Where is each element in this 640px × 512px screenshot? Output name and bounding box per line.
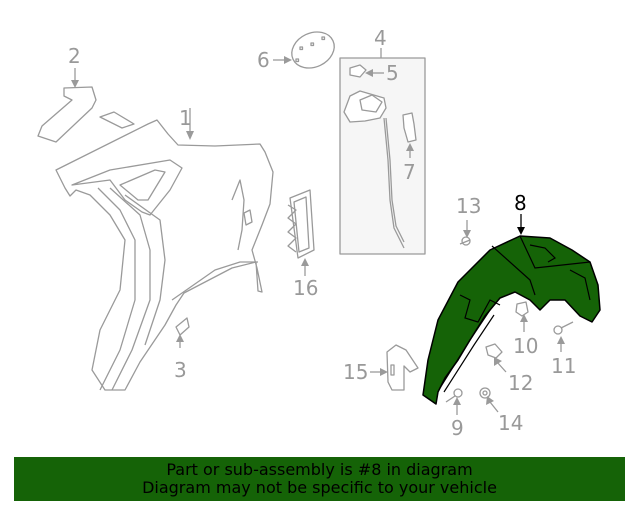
clip-part-3[interactable]	[175, 317, 190, 348]
latch-part-7[interactable]	[402, 112, 417, 143]
callout-10[interactable]: 10	[513, 334, 539, 358]
callout-11[interactable]: 11	[551, 354, 577, 378]
trim-bracket-part-2[interactable]	[37, 68, 97, 143]
callout-4[interactable]: 4	[374, 26, 387, 50]
wheel-liner-part-8[interactable]	[422, 214, 601, 405]
cap-part-5[interactable]	[349, 64, 367, 78]
callout-6[interactable]: 6	[257, 48, 270, 72]
callout-16[interactable]: 16	[293, 276, 319, 300]
quarter-panel-part-1[interactable]	[55, 108, 274, 391]
callout-12[interactable]: 12	[508, 371, 534, 395]
gasket-part-6[interactable]	[273, 25, 340, 74]
callout-3[interactable]: 3	[174, 358, 187, 382]
diagram-drawing	[37, 25, 601, 415]
clip-part-12[interactable]	[485, 343, 507, 373]
nut-part-14[interactable]	[479, 387, 499, 413]
parts-diagram: 1 2 3 4 5 6 7 8 9 10 11 12 13 14 15 16	[37, 25, 601, 440]
vent-part-16[interactable]	[287, 189, 315, 276]
callout-13[interactable]: 13	[456, 194, 482, 218]
callout-5[interactable]: 5	[386, 61, 399, 85]
callout-14[interactable]: 14	[498, 411, 524, 435]
bolt-part-11[interactable]	[553, 321, 574, 352]
info-banner: Part or sub-assembly is #8 in diagram Di…	[14, 457, 625, 501]
banner-line-disclaimer: Diagram may not be specific to your vehi…	[142, 478, 497, 497]
screw-part-13[interactable]	[459, 220, 471, 246]
banner-line-part-number: Part or sub-assembly is #8 in diagram	[166, 460, 473, 479]
callout-15[interactable]: 15	[343, 360, 369, 384]
callout-8[interactable]: 8	[514, 191, 527, 215]
callout-9[interactable]: 9	[451, 416, 464, 440]
callout-1[interactable]: 1	[179, 106, 192, 130]
callout-2[interactable]: 2	[68, 44, 81, 68]
callout-7[interactable]: 7	[403, 160, 416, 184]
fuel-door-assembly-part-4[interactable]	[339, 48, 426, 255]
screw-part-9[interactable]	[445, 388, 463, 415]
bracket-part-15[interactable]	[370, 344, 419, 391]
clip-part-10[interactable]	[515, 301, 529, 332]
